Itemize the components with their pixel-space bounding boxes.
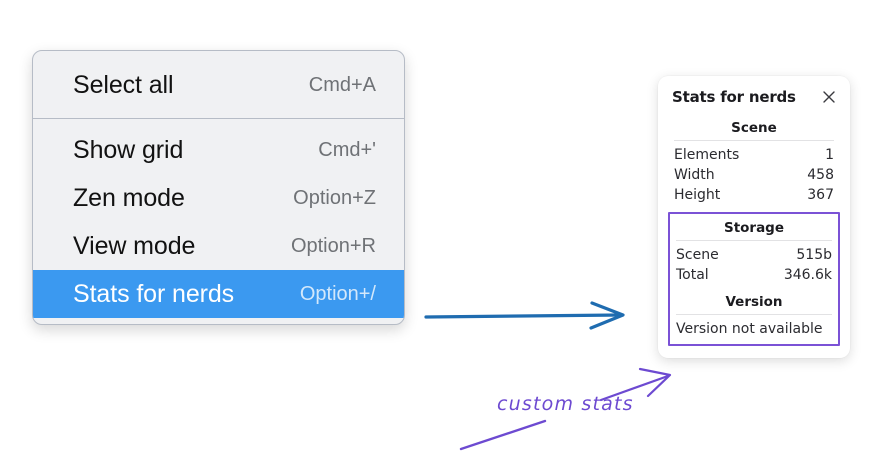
scene-section-heading: Scene: [731, 120, 777, 136]
custom-stats-outline: Storage Scene 515b Total 346.6k Version …: [668, 212, 840, 346]
version-not-available-text: Version not available: [676, 321, 823, 337]
menu-item-shortcut: Option+Z: [293, 186, 376, 209]
stats-panel-title: Stats for nerds: [672, 88, 796, 106]
stat-key: Height: [674, 187, 721, 203]
stats-panel-header: Stats for nerds: [668, 88, 840, 106]
close-icon[interactable]: [820, 88, 838, 106]
stat-key: Total: [676, 267, 709, 283]
menu-section-primary: Select all Cmd+A: [33, 51, 404, 119]
menu-item-label: Zen mode: [73, 183, 185, 212]
custom-stats-annotation-label: custom stats: [497, 393, 634, 415]
menu-item-label: Stats for nerds: [73, 279, 235, 308]
menu-item-select-all[interactable]: Select all Cmd+A: [33, 61, 404, 109]
menu-item-shortcut: Cmd+A: [308, 73, 376, 96]
blue-pointer-arrow: [424, 301, 625, 330]
context-menu[interactable]: Select all Cmd+A Show grid Cmd+' Zen mod…: [32, 50, 405, 325]
stat-value: 1: [825, 147, 834, 163]
purple-underline-stroke: [459, 419, 547, 451]
stat-value: 367: [807, 187, 834, 203]
menu-item-shortcut: Cmd+': [318, 138, 376, 161]
stat-value: 515b: [796, 247, 832, 263]
menu-item-view-mode[interactable]: View mode Option+R: [33, 222, 404, 270]
stat-key: Elements: [674, 147, 740, 163]
menu-item-show-grid[interactable]: Show grid Cmd+': [33, 126, 404, 174]
menu-item-stats-for-nerds[interactable]: Stats for nerds Option+/: [33, 270, 404, 318]
stat-key: Width: [674, 167, 715, 183]
scene-section-divider: [674, 140, 834, 141]
storage-section-divider: [676, 240, 832, 241]
stat-row-height: Height 367: [668, 185, 840, 205]
stat-value: 458: [807, 167, 834, 183]
version-section-divider: [676, 314, 832, 315]
menu-item-label: Show grid: [73, 135, 184, 164]
stat-row-elements: Elements 1: [668, 145, 840, 165]
version-section-heading: Version: [725, 294, 783, 310]
menu-item-zen-mode[interactable]: Zen mode Option+Z: [33, 174, 404, 222]
menu-item-label: View mode: [73, 231, 196, 260]
storage-section-heading: Storage: [723, 220, 785, 236]
menu-section-view: Show grid Cmd+' Zen mode Option+Z View m…: [33, 119, 404, 324]
stat-value: 346.6k: [783, 267, 832, 283]
stat-row-width: Width 458: [668, 165, 840, 185]
stats-for-nerds-panel: Stats for nerds Scene Elements 1 Width 4…: [658, 76, 850, 358]
menu-item-shortcut: Option+/: [299, 282, 376, 305]
stat-row-storage-scene: Scene 515b: [670, 245, 838, 265]
stat-row-storage-total: Total 346.6k: [670, 265, 838, 285]
menu-item-shortcut: Option+R: [290, 234, 376, 257]
stat-key: Scene: [676, 247, 719, 263]
menu-item-label: Select all: [73, 70, 174, 99]
section-spacer: [670, 285, 838, 292]
